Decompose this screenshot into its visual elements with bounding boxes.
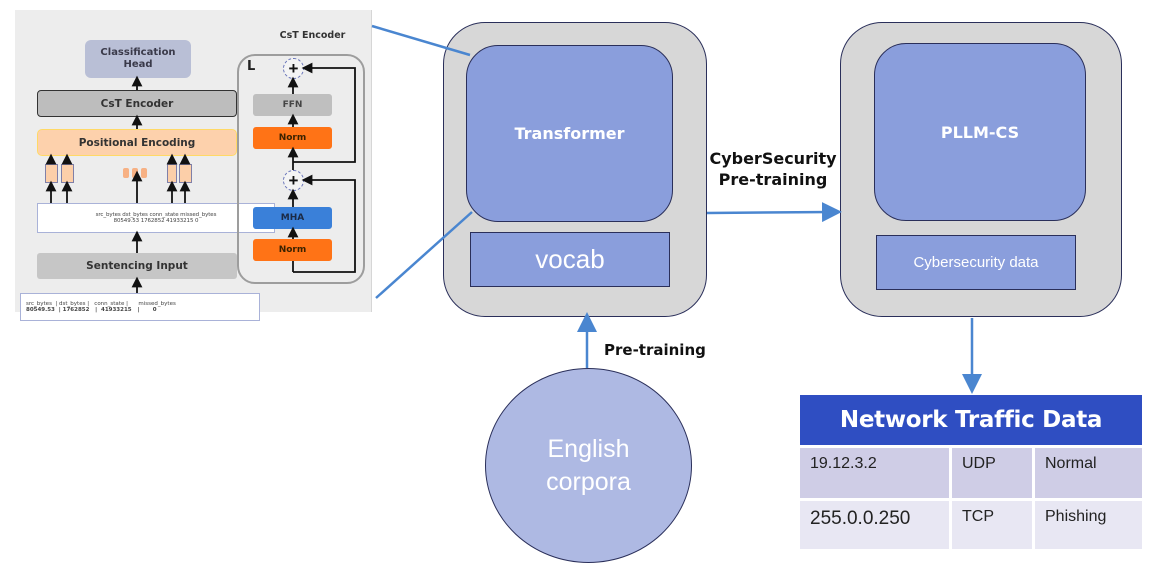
network-traffic-table: Network Traffic Data 19.12.3.2 UDP Norma…: [800, 395, 1142, 549]
feature-values: 80549.53 1762852 41933215 0: [113, 218, 199, 224]
encoder-detail-title: CsT Encoder: [279, 30, 346, 41]
vocab-block: vocab: [470, 232, 670, 287]
mha-block: MHA: [253, 207, 332, 229]
protocol-cell: UDP: [952, 448, 1032, 498]
ffn-block: FFN: [253, 94, 332, 116]
corpora-line2: corpora: [546, 467, 631, 496]
cybersecurity-data-block: Cybersecurity data: [876, 235, 1076, 290]
ellipsis-dot: [132, 168, 138, 178]
norm-block-top: Norm: [253, 127, 332, 149]
feature-sentence-box: src_bytes dst_bytes conn_state missed_by…: [37, 203, 275, 233]
token-embedding: [179, 164, 192, 183]
raw-feature-values: 80549.53 | 1762852 | 41933215 | 0: [26, 307, 157, 313]
norm-block-bottom: Norm: [253, 239, 332, 261]
ellipsis-dot: [123, 168, 129, 178]
cybersecurity-pretraining-label: CyberSecurity Pre-training: [698, 148, 848, 190]
token-embedding: [61, 164, 74, 183]
cybersecurity-pretraining-line1: CyberSecurity: [709, 149, 837, 168]
protocol-cell: TCP: [952, 501, 1032, 549]
positional-encoding-block: Positional Encoding: [37, 129, 237, 156]
ip-cell: 19.12.3.2: [800, 448, 949, 498]
pretraining-label: Pre-training: [604, 341, 706, 359]
cybersecurity-pretraining-line2: Pre-training: [718, 170, 828, 189]
cybersecurity-pretraining-arrow: [706, 202, 842, 223]
add-icon: +: [283, 170, 304, 191]
layers-label: L: [247, 59, 256, 74]
corpora-line1: English: [547, 434, 630, 463]
ip-cell: 255.0.0.250: [800, 501, 949, 549]
cst-architecture-inset: Classification Head CsT Encoder Position…: [15, 10, 372, 321]
encoder-detail-frame: [237, 54, 365, 284]
table-row: 255.0.0.250 TCP Phishing: [800, 501, 1142, 549]
feature-names: src_bytes dst_bytes conn_state missed_by…: [95, 212, 217, 218]
transformer-block: Transformer: [466, 45, 673, 222]
raw-feature-header: src_bytes | dst_bytes | conn_state | mis…: [26, 301, 176, 307]
token-embedding: [167, 164, 177, 183]
pllm-cs-block: PLLM-CS: [874, 43, 1086, 221]
label-cell: Phishing: [1035, 501, 1142, 549]
classification-head-block: Classification Head: [85, 40, 191, 78]
token-embedding: [45, 164, 58, 183]
add-icon: +: [283, 58, 304, 79]
raw-feature-table: src_bytes | dst_bytes | conn_state | mis…: [20, 293, 260, 321]
table-row: 19.12.3.2 UDP Normal: [800, 448, 1142, 498]
english-corpora-node: English corpora: [485, 368, 692, 563]
sentencing-input-block: Sentencing Input: [37, 253, 237, 279]
table-title: Network Traffic Data: [800, 395, 1142, 445]
ellipsis-dot: [141, 168, 147, 178]
cst-encoder-block: CsT Encoder: [37, 90, 237, 117]
label-cell: Normal: [1035, 448, 1142, 498]
